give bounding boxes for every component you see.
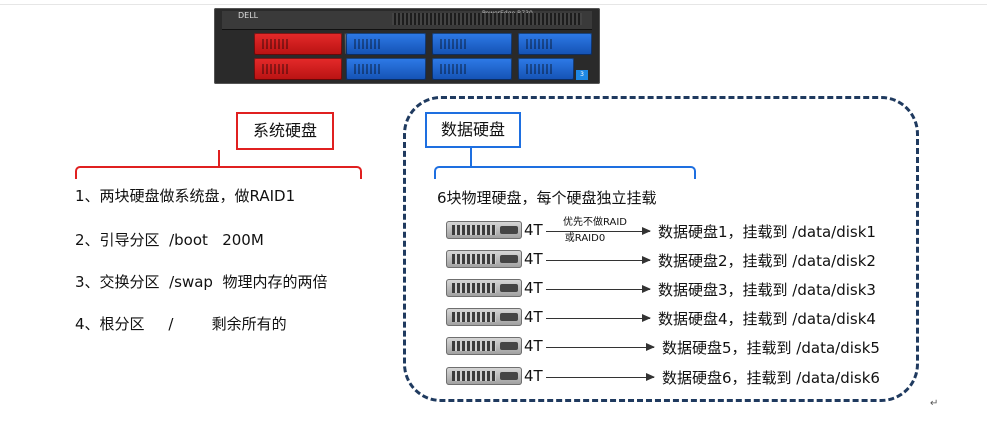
arrow-right-icon: [546, 256, 651, 264]
disk-mount-label: 数据硬盘3，挂载到 /data/disk3: [658, 281, 876, 299]
server-brand: DELL: [238, 11, 259, 20]
data-disk-bay-5: [518, 33, 592, 55]
data-bracket: [434, 166, 696, 179]
disk-capacity: 4T: [524, 367, 543, 385]
arrow-right-icon: [546, 314, 651, 322]
system-disk-bay-1: [254, 33, 342, 55]
disk-mount-label: 数据硬盘4，挂载到 /data/disk4: [658, 310, 876, 328]
system-bracket: [75, 166, 362, 179]
disk-icon: [446, 279, 522, 297]
data-disk-bay-2: [346, 58, 426, 80]
disk-icon: [446, 337, 522, 355]
disk-icon: [446, 308, 522, 326]
disk-capacity: 4T: [524, 221, 543, 239]
system-disk-title-box: 系统硬盘: [236, 112, 334, 150]
disk-mount-label: 数据硬盘1，挂载到 /data/disk1: [658, 223, 876, 241]
disk-icon: [446, 221, 522, 239]
arrow-right-icon: [546, 343, 655, 351]
disk-capacity: 4T: [524, 250, 543, 268]
data-disk-title-box: 数据硬盘: [425, 112, 521, 148]
data-disk-bay-3: [432, 33, 512, 55]
disk-icon: [446, 250, 522, 268]
server-vent: [392, 13, 582, 25]
top-divider: [0, 4, 987, 5]
system-item-4: 4、根分区 / 剩余所有的: [75, 315, 287, 333]
server-image: DELL PowerEdge R730 3: [214, 8, 600, 84]
data-disk-intro: 6块物理硬盘，每个硬盘独立挂载: [437, 189, 657, 207]
system-disk-bay-2: [254, 58, 342, 80]
arrow-right-icon: [546, 285, 651, 293]
arrow-right-icon: [546, 373, 655, 381]
data-disk-bay-4: [432, 58, 512, 80]
system-item-3: 3、交换分区 /swap 物理内存的两倍: [75, 273, 328, 291]
data-connector: [470, 148, 472, 166]
data-disk-bay-6: [518, 58, 574, 80]
disk-icon: [446, 367, 522, 385]
data-disk-container: [403, 96, 919, 402]
return-mark: ↵: [930, 398, 939, 409]
raid-note: 优先不做RAID: [556, 217, 634, 229]
data-disk-bay-1: [346, 33, 426, 55]
system-connector: [218, 150, 220, 166]
disk-capacity: 4T: [524, 337, 543, 355]
server-badge: 3: [576, 70, 588, 80]
disk-mount-label: 数据硬盘6，挂载到 /data/disk6: [662, 369, 880, 387]
disk-mount-label: 数据硬盘2，挂载到 /data/disk2: [658, 252, 876, 270]
disk-mount-label: 数据硬盘5，挂载到 /data/disk5: [662, 339, 880, 357]
raid-note-2: 或RAID0: [556, 233, 614, 245]
disk-capacity: 4T: [524, 308, 543, 326]
system-item-1: 1、两块硬盘做系统盘，做RAID1: [75, 187, 296, 205]
raid-note-line2: 或RAID0: [564, 233, 606, 244]
arrow-right-icon: [546, 227, 651, 235]
raid-note-line1: 优先不做RAID: [562, 217, 628, 228]
disk-capacity: 4T: [524, 279, 543, 297]
system-item-2: 2、引导分区 /boot 200M: [75, 231, 264, 249]
